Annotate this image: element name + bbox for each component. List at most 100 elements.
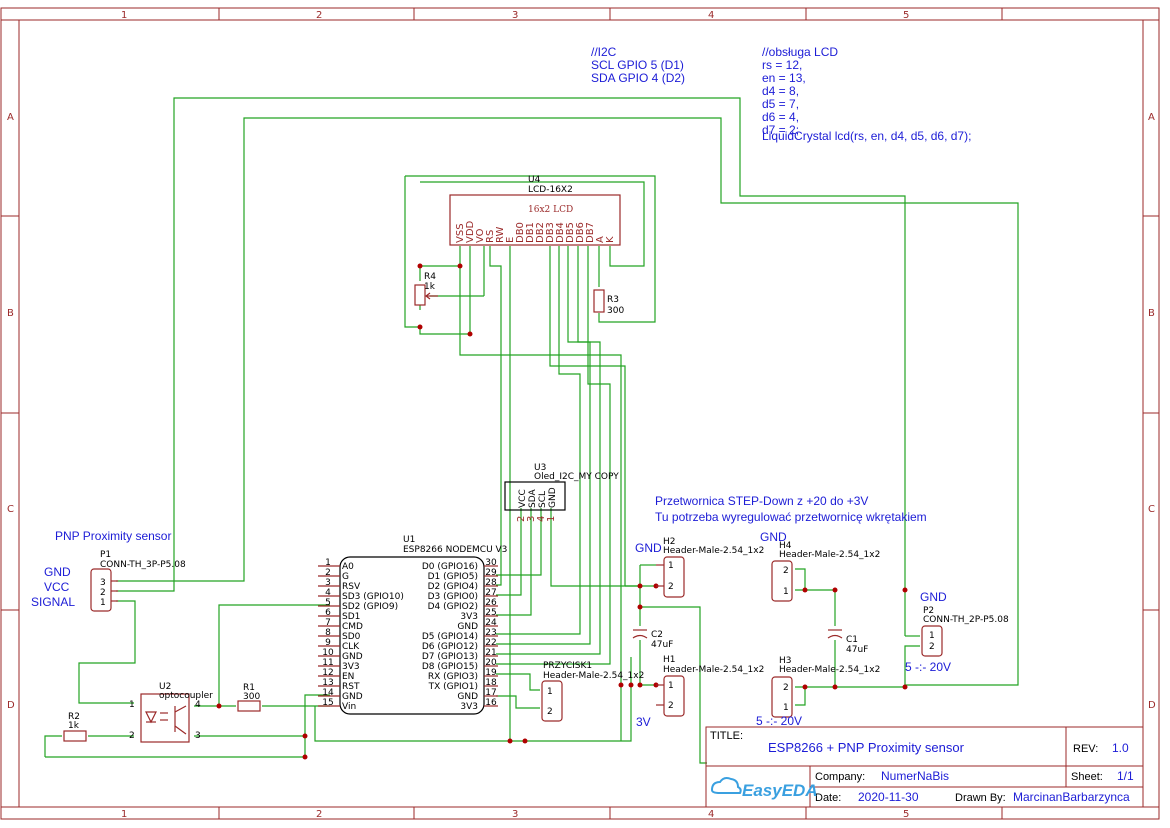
junction-dot	[618, 682, 624, 688]
r4-ref: R4	[424, 272, 436, 282]
u1-pin-num: 13	[322, 678, 333, 688]
p1-pin: 3	[100, 578, 106, 588]
easyeda-logo-text: EasyEDA	[742, 781, 818, 800]
h2-name: Header-Male-2.54_1x2	[663, 546, 764, 556]
u4-pin-label: DB7	[585, 222, 596, 243]
col-label-5: 5	[903, 10, 909, 21]
h3-pin: 2	[783, 683, 789, 693]
row-label-b: B	[7, 308, 14, 319]
button-header-przycisk1[interactable]: PRZYCISK1 Header-Male-2.54_1x2 1 2	[541, 661, 644, 722]
u1-pin-num: 23	[485, 628, 496, 638]
u1-name: ESP8266 NODEMCU V3	[403, 545, 507, 555]
col-label-1: 1	[121, 10, 127, 21]
header-h4[interactable]: H4 Header-Male-2.54_1x2 2 1	[771, 541, 880, 602]
h1-name: Header-Male-2.54_1x2	[663, 665, 764, 675]
u3-pin-num: 4	[536, 516, 547, 522]
u1-pin-name: Vin	[342, 702, 356, 712]
oled-u3[interactable]: U3 Oled_I2C_MY COPY VCC SDA SCL GND 2 3 …	[504, 463, 619, 522]
h4-pin: 1	[783, 587, 789, 597]
note-line: SCL GPIO 5 (D1)	[591, 58, 684, 72]
u4-pin-label: DB0	[515, 222, 526, 243]
wires	[44, 97, 1019, 764]
u2-name: optocoupler	[159, 691, 213, 701]
h4-name: Header-Male-2.54_1x2	[779, 550, 880, 560]
u1-ref: U1	[403, 535, 415, 545]
u1-pin-num: 24	[485, 618, 497, 628]
resistor-r1[interactable]: R1 300	[237, 683, 261, 712]
esp8266-u1[interactable]: U1 ESP8266 NODEMCU V3 1 2 3 4 5 6 7 8 9 …	[318, 535, 507, 715]
junction-dot	[637, 682, 643, 688]
h2-pin: 2	[668, 582, 674, 592]
c2-value: 47uF	[651, 640, 673, 650]
u1-pin-name: 3V3	[460, 702, 478, 712]
u4-pin-label: VDD	[465, 220, 476, 243]
u2-pin: 2	[129, 731, 135, 741]
junction-dot	[628, 682, 634, 688]
label-gnd-sensor: GND	[44, 565, 71, 579]
connector-p2[interactable]: P2 CONN-TH_2P-P5.08 1 2	[921, 606, 1009, 657]
header-h2[interactable]: H2 Header-Male-2.54_1x2 1 2	[656, 537, 764, 598]
u1-pin-name: D1 (GPIO5)	[428, 572, 478, 582]
potentiometer-r4[interactable]: R4 1k	[414, 272, 438, 306]
u4-body-label: 16x2 LCD	[528, 205, 573, 215]
junction-dot	[637, 583, 643, 589]
u2-pin: 3	[195, 731, 201, 741]
h1-pin: 1	[668, 681, 674, 691]
u1-pin-name: RSV	[342, 582, 361, 592]
u4-pin-label: VSS	[455, 223, 466, 243]
capacitor-c2[interactable]: C2 47uF	[632, 629, 673, 650]
note-line: //obsługa LCD	[762, 45, 838, 59]
rev-label: REV:	[1073, 743, 1098, 755]
r2-value: 1k	[68, 721, 80, 731]
u1-pin-num: 18	[485, 678, 497, 688]
przycisk-pin: 1	[547, 687, 553, 697]
col-label-2: 2	[316, 10, 322, 21]
header-h1[interactable]: H1 Header-Male-2.54_1x2 1 2	[656, 655, 764, 717]
u4-pin-label: DB1	[525, 222, 536, 243]
lcd-u4[interactable]: U4 LCD-16X2 16x2 LCD VSS VDD VO RS RW E …	[449, 175, 621, 246]
h3-pin: 1	[783, 703, 789, 713]
u1-pin-name: SD3 (GPIO10)	[342, 592, 404, 602]
header-h3[interactable]: H3 Header-Male-2.54_1x2 2 1	[771, 656, 880, 718]
p1-name: CONN-TH_3P-P5.08	[100, 560, 186, 570]
note-line: Tu potrzeba wyregulować przetwornicę wkr…	[655, 510, 927, 524]
u1-left-pins: 1 2 3 4 5 6 7 8 9 10 11 12 13 14 15 A0 G…	[318, 558, 404, 712]
junctions	[216, 263, 908, 760]
row-label-d-right: D	[1148, 700, 1156, 711]
u4-pin-label: K	[605, 236, 616, 243]
title-text: ESP8266 + PNP Proximity sensor	[768, 740, 965, 755]
resistor-r3[interactable]: R3 300	[593, 289, 624, 316]
p2-name: CONN-TH_2P-P5.08	[923, 615, 1009, 625]
resistor-r2[interactable]: R2 1k	[63, 712, 87, 742]
company-label: Company:	[815, 771, 865, 783]
drawn-by-label: Drawn By:	[955, 792, 1006, 804]
u1-pin-name: GND	[457, 692, 478, 702]
u1-pin-name: RX (GPIO3)	[428, 672, 478, 682]
u1-pin-num: 6	[325, 608, 331, 618]
u4-pin-label: DB2	[535, 222, 546, 243]
u1-pin-num: 7	[325, 618, 331, 628]
junction-dot	[802, 684, 808, 690]
junction-dot	[507, 738, 513, 744]
row-label-b-right: B	[1148, 308, 1155, 319]
junction-dot	[902, 684, 908, 690]
u1-pin-name: EN	[342, 672, 354, 682]
junction-dot	[637, 604, 643, 610]
przycisk-ref: PRZYCISK1	[543, 661, 592, 671]
u1-pin-name: A0	[342, 562, 354, 572]
junction-dot	[457, 263, 463, 269]
company-value: NumerNaBis	[881, 769, 949, 783]
title-label: TITLE:	[710, 730, 743, 742]
junction-dot	[216, 703, 222, 709]
u1-pin-num: 1	[325, 558, 331, 568]
optocoupler-u2[interactable]: U2 optocoupler 1 2 3 4	[129, 682, 213, 743]
u1-pin-name: CMD	[342, 622, 363, 632]
capacitor-c1[interactable]: C1 47uF	[827, 629, 868, 655]
date-label: Date:	[815, 792, 841, 804]
note-i2c: //I2C SCL GPIO 5 (D1) SDA GPIO 4 (D2)	[591, 45, 685, 85]
u1-pin-num: 21	[485, 648, 496, 658]
u1-pin-name: 3V3	[460, 612, 478, 622]
note-line: rs = 12,	[762, 58, 802, 72]
u1-pin-num: 19	[485, 668, 497, 678]
connector-p1[interactable]: P1 CONN-TH_3P-P5.08 3 2 1	[90, 550, 186, 612]
